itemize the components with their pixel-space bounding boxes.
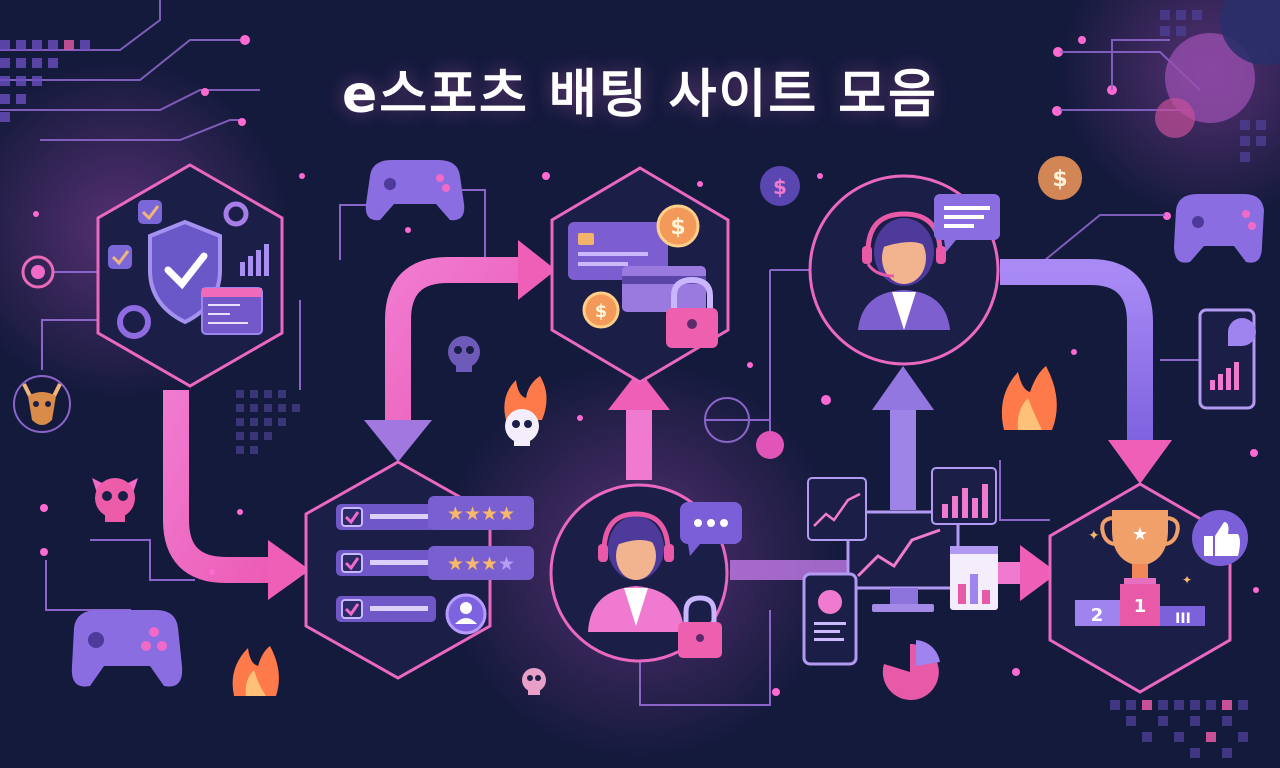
padlock-icon <box>678 595 722 658</box>
typing-bubble-icon <box>680 502 742 556</box>
headset-agent-icon <box>588 511 684 632</box>
dollar-coin-icon: $ <box>760 166 800 206</box>
svg-text:✦: ✦ <box>1182 573 1192 587</box>
pixel-grid-top-left <box>0 40 90 122</box>
svg-text:$: $ <box>1052 167 1067 192</box>
live-chat-node <box>549 483 742 663</box>
planet-small <box>1155 98 1195 138</box>
dollar-coin-icon <box>656 204 700 248</box>
star-rating-icon: ★★★★ ★★★★ <box>428 496 534 580</box>
ranking-node: ★ 2 1 III ✦ ✦ <box>1048 482 1248 694</box>
gamepad-icon <box>365 160 465 221</box>
padlock-icon <box>666 276 718 348</box>
security-node <box>96 163 284 388</box>
checkbox-icon <box>138 200 162 224</box>
payment-node: $ $ <box>550 166 730 384</box>
flaming-skull-icon <box>504 376 547 446</box>
svg-text:$: $ <box>670 215 685 240</box>
trophy-icon <box>1112 510 1168 566</box>
flow-arrow-reviews-to-payment <box>385 257 520 420</box>
phone-icon <box>802 572 858 666</box>
pink-node-dot <box>756 431 784 459</box>
flow-arrow-to-ranking <box>1020 545 1058 601</box>
pixel-grid-mid-left <box>236 390 300 454</box>
node-dot <box>21 255 55 289</box>
thumbs-up-icon <box>1192 510 1248 566</box>
dollar-coin-icon: $ <box>1038 156 1082 200</box>
reviews-node: ★★★★ ★★★★ <box>304 460 534 680</box>
flow-arrow-charts-to-agent <box>872 366 934 410</box>
svg-text:$: $ <box>595 301 608 322</box>
flow-arrow-chat-to-payment <box>608 370 670 410</box>
podium-first-label: 1 <box>1134 596 1147 617</box>
gamepad-icon <box>71 610 183 687</box>
checklist-icon <box>336 504 436 622</box>
line-chart-window-icon <box>807 477 867 541</box>
page-title: e스포츠 배팅 사이트 모음 <box>342 65 938 125</box>
support-agent-node <box>808 174 1000 366</box>
podium-icon <box>1075 584 1205 626</box>
skull-icon <box>522 668 546 695</box>
gear-icon <box>223 201 249 227</box>
circuit-lines-top-left <box>0 0 260 141</box>
flow-arrow-security-to-reviews <box>163 390 270 583</box>
flame-icon <box>232 646 279 696</box>
skull-icon <box>448 336 480 372</box>
pixel-grid-top-right <box>1160 10 1266 162</box>
podium-third-label: III <box>1175 611 1191 627</box>
podium-second-label: 2 <box>1091 605 1104 626</box>
svg-text:$: $ <box>773 175 787 199</box>
tablet-chart-icon <box>1198 308 1256 410</box>
svg-text:★★★★: ★★★★ <box>447 553 515 575</box>
headset-agent-icon <box>858 211 950 330</box>
demon-mask-icon <box>13 375 71 433</box>
flame-icon <box>1001 366 1057 430</box>
chat-bubble-icon <box>934 194 1000 252</box>
svg-text:★: ★ <box>1132 524 1148 545</box>
svg-text:✦: ✦ <box>1088 528 1100 544</box>
pixel-grid-bottom-right <box>1110 700 1248 758</box>
svg-text:★★★★: ★★★★ <box>447 503 515 525</box>
devil-skull-icon <box>92 478 138 522</box>
flow-arrow-agent-to-ranking <box>1000 259 1153 440</box>
glow-dots <box>33 172 1259 696</box>
bar-chart-icon <box>240 244 269 276</box>
gamepad-icon <box>1174 194 1264 263</box>
planet-large <box>1165 33 1255 123</box>
analytics-cluster <box>802 467 998 700</box>
